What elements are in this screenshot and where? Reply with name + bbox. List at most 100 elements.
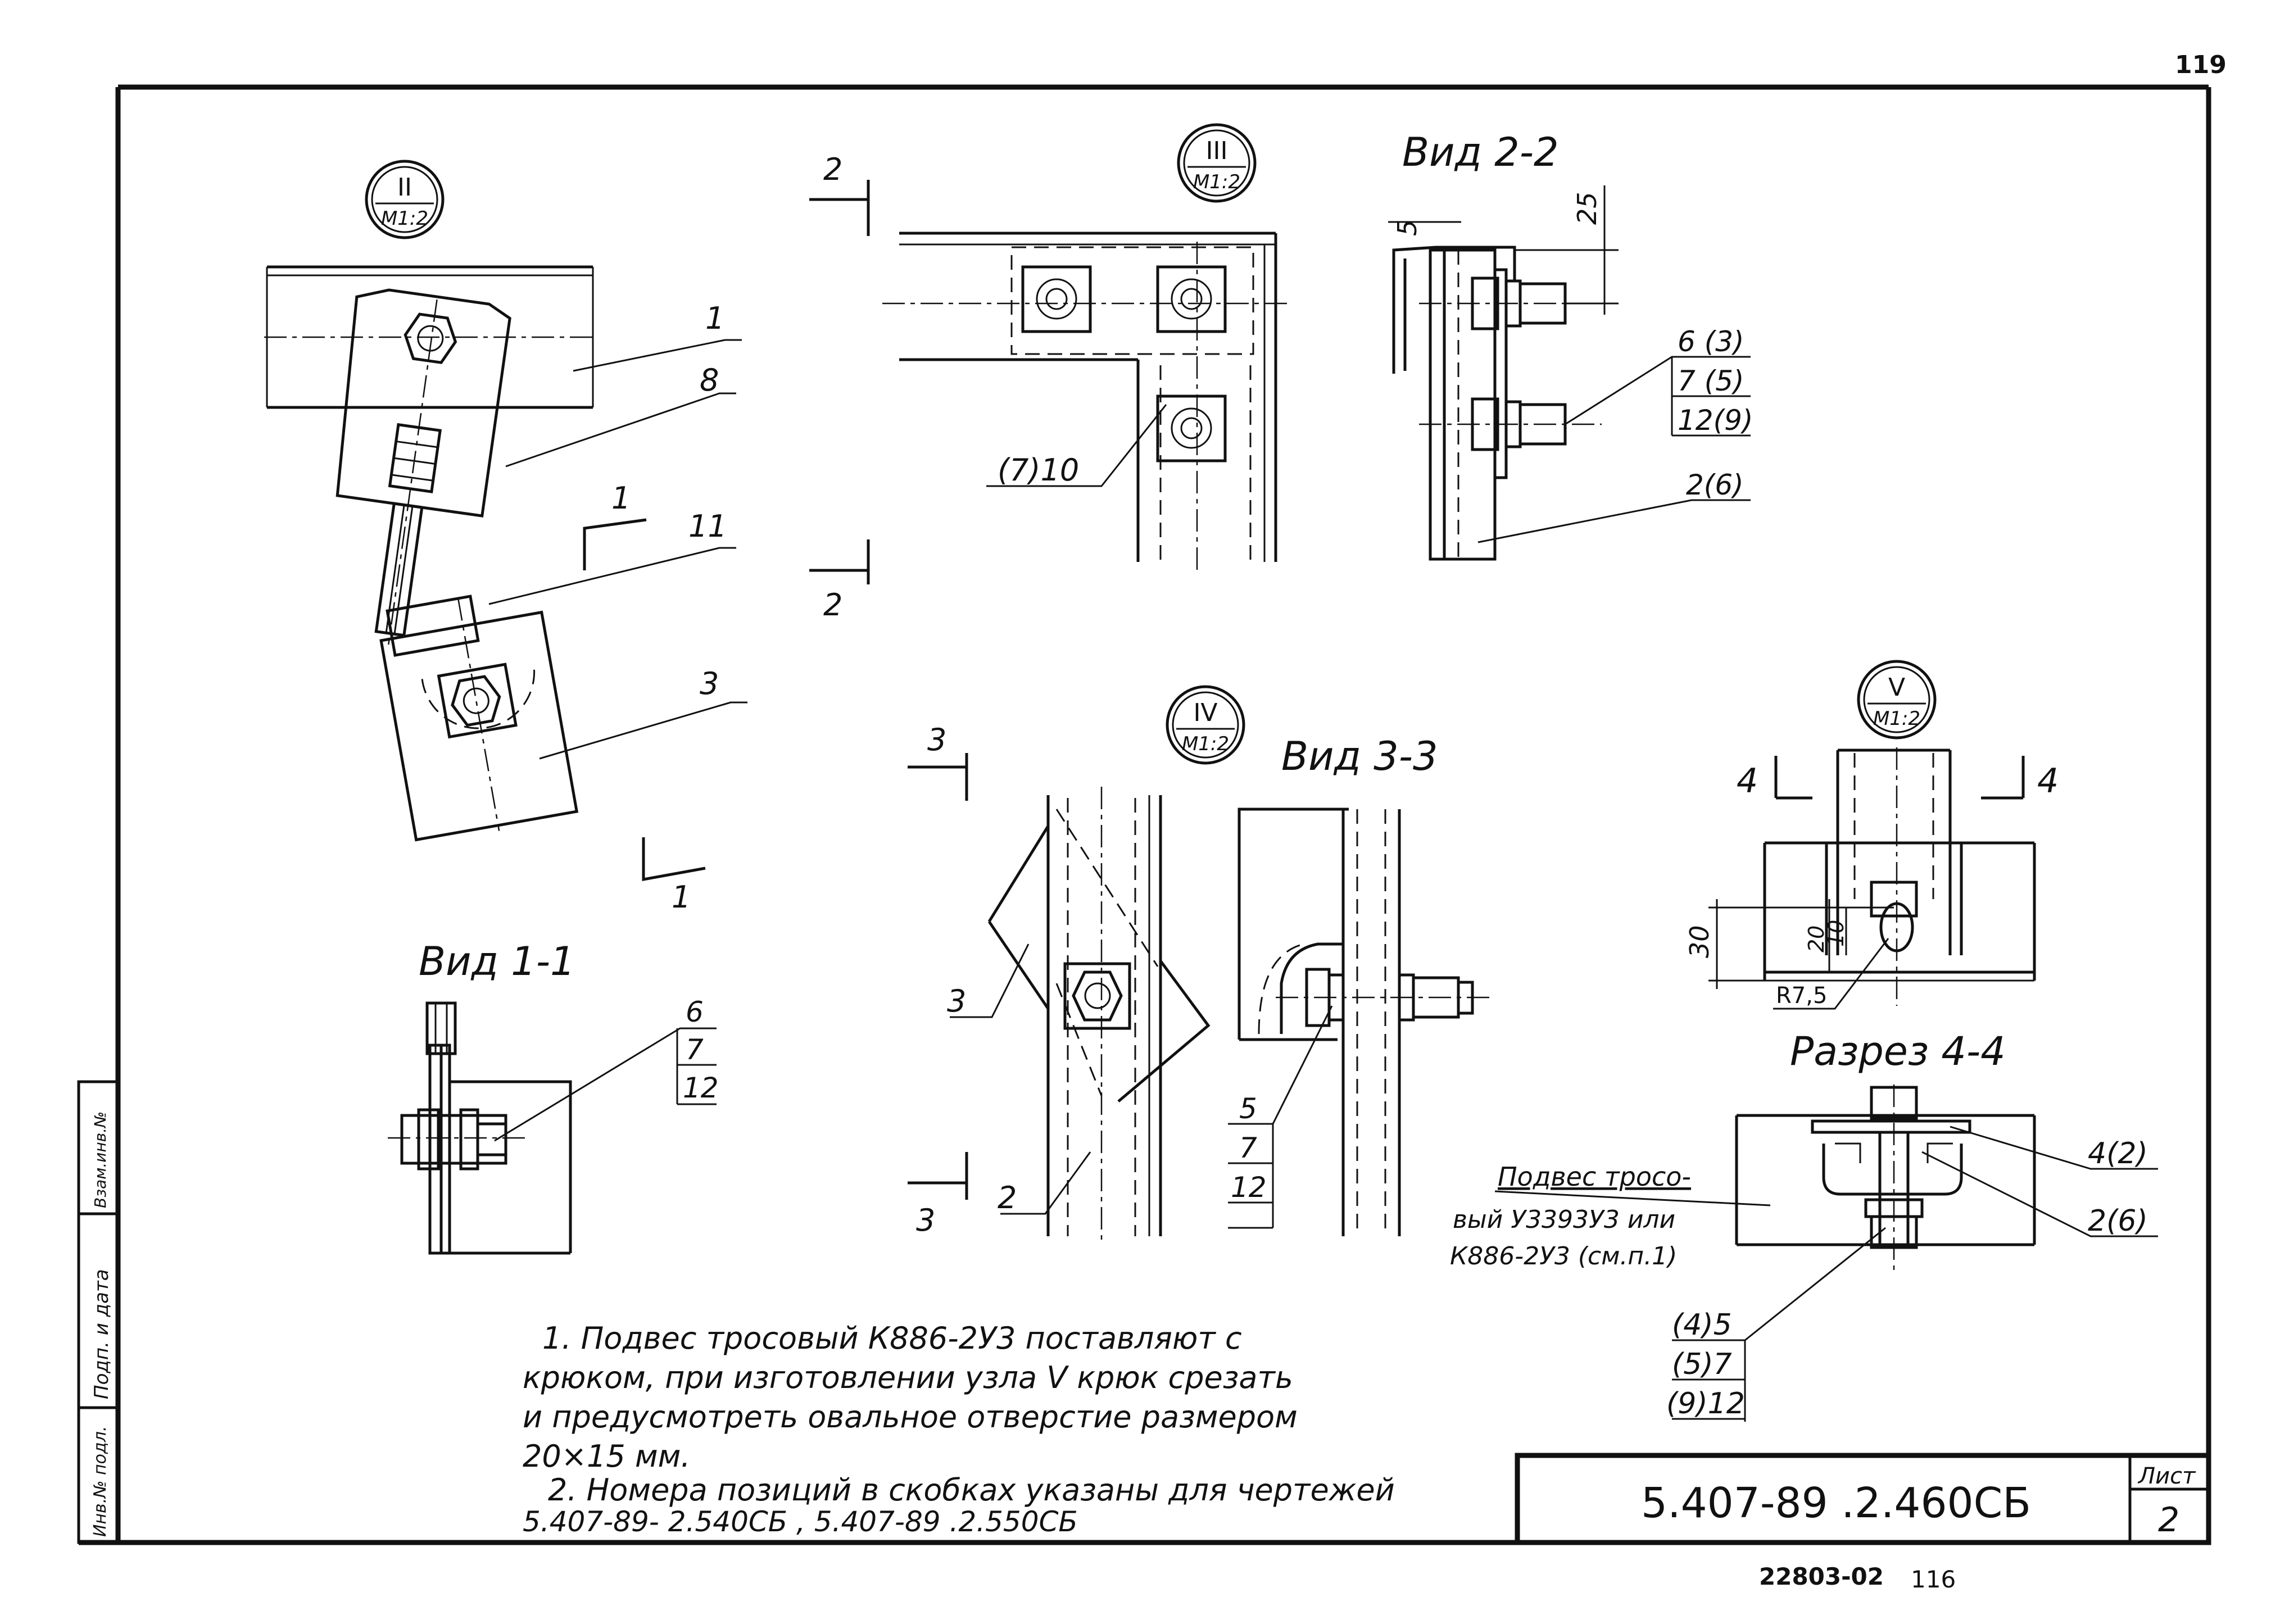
node-iv: IV M1:2 3 2 3 3: [908, 685, 1245, 1245]
svg-text:2(6): 2(6): [2088, 1204, 2148, 1238]
view-1-1-title: Вид 1-1: [419, 938, 575, 985]
notes-block: 1. Подвес тросовый К886-2У3 поставляют с…: [523, 1321, 1395, 1538]
node-ii-roman: II: [397, 173, 412, 202]
svg-text:4: 4: [2037, 761, 2059, 801]
node-ii: II M1:2: [264, 160, 747, 915]
svg-text:7: 7: [686, 1033, 704, 1066]
node-iii-marker: III M1:2: [1177, 123, 1257, 203]
bracket-plate-8: [336, 288, 511, 645]
svg-text:25: 25: [1572, 192, 1602, 225]
cut-marker-4-right: 4: [1981, 756, 2059, 801]
stamp-replace-inv: Взам.инв.№: [91, 1112, 110, 1208]
cut-marker-1-top: 1: [583, 480, 647, 570]
svg-text:1: 1: [672, 879, 691, 915]
svg-text:К886-2У3 (см.п.1): К886-2У3 (см.п.1): [1450, 1242, 1677, 1271]
label-p3: 3: [700, 666, 719, 701]
note-line-5: 2. Номера позиций в скобках указаны для …: [548, 1472, 1395, 1508]
cut-marker-3-bottom: 3: [908, 1152, 968, 1238]
section-4-4-title: Разрез 4-4: [1790, 1028, 2006, 1074]
leader-iv-3: [950, 943, 1030, 1018]
svg-text:7: 7: [1239, 1132, 1257, 1164]
label-p1: 1: [705, 301, 724, 336]
order-suffix: 116: [1911, 1566, 1956, 1593]
node-ii-marker: II M1:2: [365, 160, 445, 239]
svg-text:III: III: [1206, 137, 1228, 165]
svg-text:3: 3: [927, 722, 946, 757]
svg-text:M1:2: M1:2: [1873, 707, 1920, 730]
svg-text:2: 2: [823, 152, 842, 187]
svg-text:V: V: [1888, 673, 1905, 702]
svg-text:(9)12: (9)12: [1666, 1387, 1745, 1421]
svg-text:1: 1: [611, 480, 631, 516]
svg-text:30: 30: [1684, 925, 1715, 958]
node-iv-marker: IV M1:2: [1166, 685, 1245, 765]
clamp-plate-3: [379, 595, 579, 842]
cut-marker-2-top: 2: [809, 152, 870, 236]
leader-4-4-a: [1950, 1126, 2158, 1170]
order-number: 22803-02: [1759, 1563, 1884, 1590]
view-2-2-title: Вид 2-2: [1402, 129, 1559, 175]
side-stamp: Инв.№ подл. Подп. и дата Взам.инв.№: [77, 1080, 120, 1544]
note-line-6: 5.407-89- 2.540СБ , 5.407-89 .2.550СБ: [523, 1505, 1078, 1538]
svg-text:6: 6: [686, 996, 704, 1028]
view-2-2: Вид 2-2 25 5 6 (3) 7 (5) 12(9) 2(6): [1388, 129, 1753, 561]
note-line-2: крюком, при изготовлении узла V крюк сре…: [523, 1360, 1293, 1395]
cut-marker-3-top: 3: [908, 722, 968, 801]
cut-marker-4-left: 4: [1737, 756, 1812, 801]
note-line-3: и предусмотреть овальное отверстие разме…: [523, 1399, 1298, 1435]
svg-text:вый У3393У3 или: вый У3393У3 или: [1453, 1205, 1675, 1234]
beam-member-1: [264, 265, 596, 409]
svg-text:IV: IV: [1193, 698, 1217, 727]
doc-code: 5.407-89 .2.460СБ: [1641, 1479, 2031, 1527]
label-p8: 8: [700, 362, 719, 398]
view-3-3-title: Вид 3-3: [1281, 733, 1438, 779]
node-iii: III M1:2 (7)10 2 2: [809, 123, 1293, 623]
svg-text:7 (5): 7 (5): [1678, 365, 1744, 397]
svg-text:5: 5: [1239, 1092, 1257, 1125]
sheet-label: Лист: [2137, 1463, 2196, 1489]
stamp-inv-number: Инв.№ подл.: [90, 1426, 110, 1537]
svg-text:12: 12: [1231, 1171, 1267, 1204]
svg-text:(7)10: (7)10: [998, 452, 1079, 488]
node-ii-scale: M1:2: [381, 207, 428, 230]
leader-p1: [573, 339, 742, 372]
leader-p10: [986, 404, 1167, 487]
note-line-4: 20×15 мм.: [523, 1439, 690, 1474]
node-v: V M1:2 30 20 10 R7,5 4: [1684, 660, 2059, 1010]
svg-text:12(9): 12(9): [1678, 404, 1753, 437]
title-block: 5.407-89 .2.460СБ Лист 2: [1515, 1453, 2211, 1545]
section-4-4: Разрез 4-4 4(2) 2(6) Подвес тросо- вый У…: [1450, 1028, 2158, 1422]
leader-p11: [488, 547, 736, 605]
cut-marker-2-bottom: 2: [809, 539, 870, 623]
leader-4-4-b: [1921, 1151, 2158, 1237]
page-number: 119: [2175, 51, 2227, 79]
svg-text:12: 12: [683, 1072, 719, 1104]
stamp-sign-date: Подп. и дата: [90, 1269, 113, 1399]
svg-text:6 (3): 6 (3): [1678, 325, 1744, 358]
leader-p3: [539, 701, 747, 760]
svg-text:(4)5: (4)5: [1672, 1308, 1732, 1342]
svg-text:2: 2: [823, 587, 842, 623]
svg-text:M1:2: M1:2: [1193, 171, 1240, 193]
leader-1-1: [494, 1027, 717, 1142]
view-1-1: Вид 1-1 6 7 12: [388, 938, 719, 1255]
leader-iv-2: [1000, 1151, 1091, 1215]
svg-text:2: 2: [998, 1180, 1017, 1215]
leader-2-2-d: [1477, 499, 1751, 543]
view-3-3: Вид 3-3 5 7 12: [1228, 733, 1495, 1236]
svg-text:10: 10: [1824, 920, 1848, 947]
sheet-number: 2: [2158, 1500, 2179, 1540]
cut-marker-1-bottom: 1: [642, 837, 706, 915]
svg-text:R7,5: R7,5: [1776, 983, 1827, 1009]
svg-text:3: 3: [916, 1203, 935, 1238]
svg-text:M1:2: M1:2: [1182, 733, 1229, 755]
svg-text:4(2): 4(2): [2088, 1137, 2148, 1171]
svg-text:4: 4: [1737, 761, 1758, 801]
svg-text:2(6): 2(6): [1686, 469, 1744, 501]
leader-p8: [505, 392, 736, 468]
node-v-marker: V M1:2: [1857, 660, 1937, 740]
svg-text:3: 3: [947, 983, 966, 1019]
svg-text:(5)7: (5)7: [1672, 1348, 1732, 1381]
note-line-1: 1. Подвес тросовый К886-2У3 поставляют с: [542, 1321, 1242, 1356]
